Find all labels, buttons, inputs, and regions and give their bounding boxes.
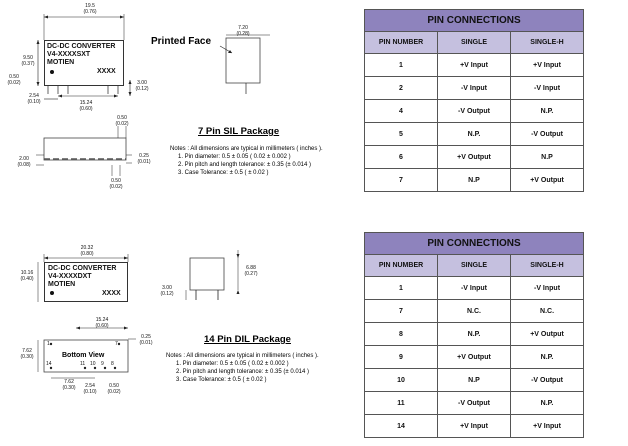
col-header-single-h: SINGLE-H xyxy=(509,254,585,277)
pin-connections-table-dil: PIN CONNECTIONS PIN NUMBER SINGLE SINGLE… xyxy=(363,232,585,438)
table-row: 6 +V Output N.P xyxy=(364,145,585,169)
table-row: 1 +V Input +V Input xyxy=(364,53,585,77)
sil-package-title: 7 Pin SIL Package xyxy=(198,126,280,137)
col-header-single: SINGLE xyxy=(437,254,511,277)
dil-top-view-module: DC-DC CONVERTER V4-XXXXDXT MOTIEN XXXX xyxy=(44,262,128,302)
sil-front-top-dim: 0.50 (0.02) xyxy=(115,115,129,127)
col-header-pin-number: PIN NUMBER xyxy=(364,31,438,54)
table-row: 7 N.P +V Output xyxy=(364,168,585,192)
table-row: 11 -V Output N.P. xyxy=(364,391,585,415)
pin-number-14: 14 xyxy=(46,361,52,367)
dil-height-dim: 10.16 (0.40) xyxy=(20,270,34,282)
dil-pitch-dim: 2.54 (0.10) xyxy=(83,383,97,395)
pin1-marker-dot xyxy=(50,291,54,295)
sil-notes: Notes : All dimensions are typical in mi… xyxy=(170,146,323,176)
pin-number-10: 10 xyxy=(90,361,96,367)
col-header-pin-number: PIN NUMBER xyxy=(364,254,438,277)
pin-number-1: 1 xyxy=(47,341,50,347)
pin-number-8: 8 xyxy=(111,361,114,367)
printed-face-label: Printed Face xyxy=(151,36,212,47)
dil-notes: Notes : All dimensions are typical in mi… xyxy=(166,353,319,383)
sil-pin-length-dim: 3.00 (0.12) xyxy=(135,80,149,92)
table-title: PIN CONNECTIONS xyxy=(363,9,585,32)
table-row: 10 N.P -V Output xyxy=(364,368,585,392)
sil-pitch-dim: 2.54 (0.10) xyxy=(27,93,41,105)
sil-top-view-module: DC-DC CONVERTER V4-XXXXSXT MOTIEN XXXX xyxy=(44,40,124,86)
table-row: 2 -V Input -V Input xyxy=(364,76,585,100)
dil-package-title: 14 Pin DIL Package xyxy=(204,334,291,345)
sil-pin-offset-dim: 0.50 (0.02) xyxy=(7,74,21,86)
table-row: 4 -V Output N.P. xyxy=(364,99,585,123)
pin-number-7: 7 xyxy=(115,341,118,347)
sil-front-left-dim: 2.00 (0.08) xyxy=(17,156,31,168)
table-row: 14 +V Input +V Input xyxy=(364,414,585,438)
pin-connections-table-sil: PIN CONNECTIONS PIN NUMBER SINGLE SINGLE… xyxy=(363,9,585,192)
table-row: 1 -V Input -V Input xyxy=(364,276,585,300)
dil-width-dim: 20.32 (0.80) xyxy=(80,245,94,257)
dil-right-dim: 0.25 (0.01) xyxy=(139,334,153,346)
table-title: PIN CONNECTIONS xyxy=(363,232,585,255)
col-header-single: SINGLE xyxy=(437,31,511,54)
col-header-single-h: SINGLE-H xyxy=(509,31,585,54)
pin-number-9: 9 xyxy=(101,361,104,367)
sil-height-dim: 9.50 (0.37) xyxy=(21,55,35,67)
pin1-marker-dot xyxy=(50,70,54,74)
sil-front-right-dim: 0.25 (0.01) xyxy=(137,153,151,165)
dil-pin-span-dim: 15.24 (0.60) xyxy=(95,317,109,329)
sil-width-dim: 19.5 (0.76) xyxy=(83,3,97,15)
pin-number-11: 11 xyxy=(80,361,86,367)
table-row: 7 N.C. N.C. xyxy=(364,299,585,323)
dil-left-offset-dim: 7.62 (0.30) xyxy=(62,379,76,391)
dil-row-spacing-dim: 7.62 (0.30) xyxy=(20,348,34,360)
sil-pin-span-dim: 15.24 (0.60) xyxy=(79,100,93,112)
table-row: 5 N.P. -V Output xyxy=(364,122,585,146)
sil-thickness-dim: 7.20 (0.28) xyxy=(236,25,250,37)
dil-pin-length-dim: 3.00 (0.12) xyxy=(160,285,174,297)
bottom-view-label: Bottom View xyxy=(62,352,105,359)
dil-side-height-dim: 6.88 (0.27) xyxy=(244,265,258,277)
sil-front-bottom-dim: 0.50 (0.02) xyxy=(109,178,123,190)
table-row: 9 +V Output N.P. xyxy=(364,345,585,369)
table-row: 8 N.P. +V Output xyxy=(364,322,585,346)
dil-pin-dia-dim: 0.50 (0.02) xyxy=(107,383,121,395)
